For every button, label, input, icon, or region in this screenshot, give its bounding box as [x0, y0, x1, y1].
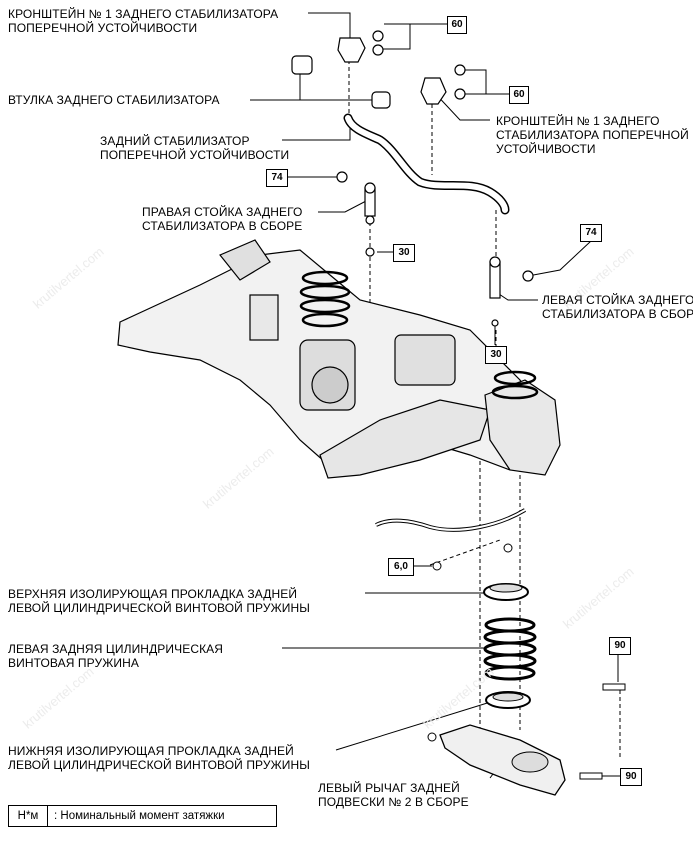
leader-right-link [318, 199, 369, 213]
torque-box-60-right: 60 [509, 86, 529, 104]
torque-box-74-right: 74 [580, 224, 602, 242]
torque-box-6: 6,0 [388, 558, 414, 576]
label-bracket1-top: КРОНШТЕЙН № 1 ЗАДНЕГО СТАБИЛИЗАТОРА ПОПЕ… [8, 7, 279, 35]
torque-box-30-left: 30 [393, 244, 415, 262]
legend-text: : Номинальный момент затяжки [54, 810, 225, 822]
label-right-link: ПРАВАЯ СТОЙКА ЗАДНЕГО СТАБИЛИЗАТОРА В СБ… [142, 205, 303, 233]
label-coil-spring: ЛЕВАЯ ЗАДНЯЯ ЦИЛИНДРИЧЕСКАЯ ВИНТОВАЯ ПРУ… [8, 642, 224, 670]
lower-arm [439, 724, 566, 796]
torque-legend: Н*м : Номинальный момент затяжки [8, 805, 277, 827]
torque-box-30-right: 30 [485, 346, 507, 364]
leader-lower-insulator [335, 699, 498, 751]
leader-bushing [250, 70, 301, 101]
coil-spring [483, 617, 537, 681]
leader-stabilizer [282, 125, 351, 141]
label-left-link: ЛЕВАЯ СТОЙКА ЗАДНЕГО СТАБИЛИЗАТОРА В СБО… [542, 293, 693, 321]
leader-left-link [495, 291, 538, 301]
label-stabilizer: ЗАДНИЙ СТАБИЛИЗАТОР ПОПЕРЕЧНОЙ УСТОЙЧИВО… [100, 134, 290, 162]
label-lower-arm: ЛЕВЫЙ РЫЧАГ ЗАДНЕЙ ПОДВЕСКИ № 2 В СБОРЕ [318, 781, 469, 809]
label-lower-insulator: НИЖНЯЯ ИЗОЛИРУЮЩАЯ ПРОКЛАДКА ЗАДНЕЙ ЛЕВО… [8, 744, 311, 772]
label-bracket1-right: КРОНШТЕЙН № 1 ЗАДНЕГО СТАБИЛИЗАТОРА ПОПЕ… [496, 114, 689, 156]
torque-box-90-top: 90 [609, 637, 631, 655]
leader-bracket1-top [308, 12, 351, 38]
torque-box-60-top: 60 [447, 16, 467, 34]
torque-box-90-bottom: 90 [620, 768, 642, 786]
torque-box-74-left: 74 [266, 169, 288, 187]
label-upper-insulator: ВЕРХНЯЯ ИЗОЛИРУЮЩАЯ ПРОКЛАДКА ЗАДНЕЙ ЛЕВ… [8, 587, 311, 615]
legend-key: Н*м [9, 806, 48, 826]
label-bushing: ВТУЛКА ЗАДНЕГО СТАБИЛИЗАТОРА [8, 93, 220, 107]
